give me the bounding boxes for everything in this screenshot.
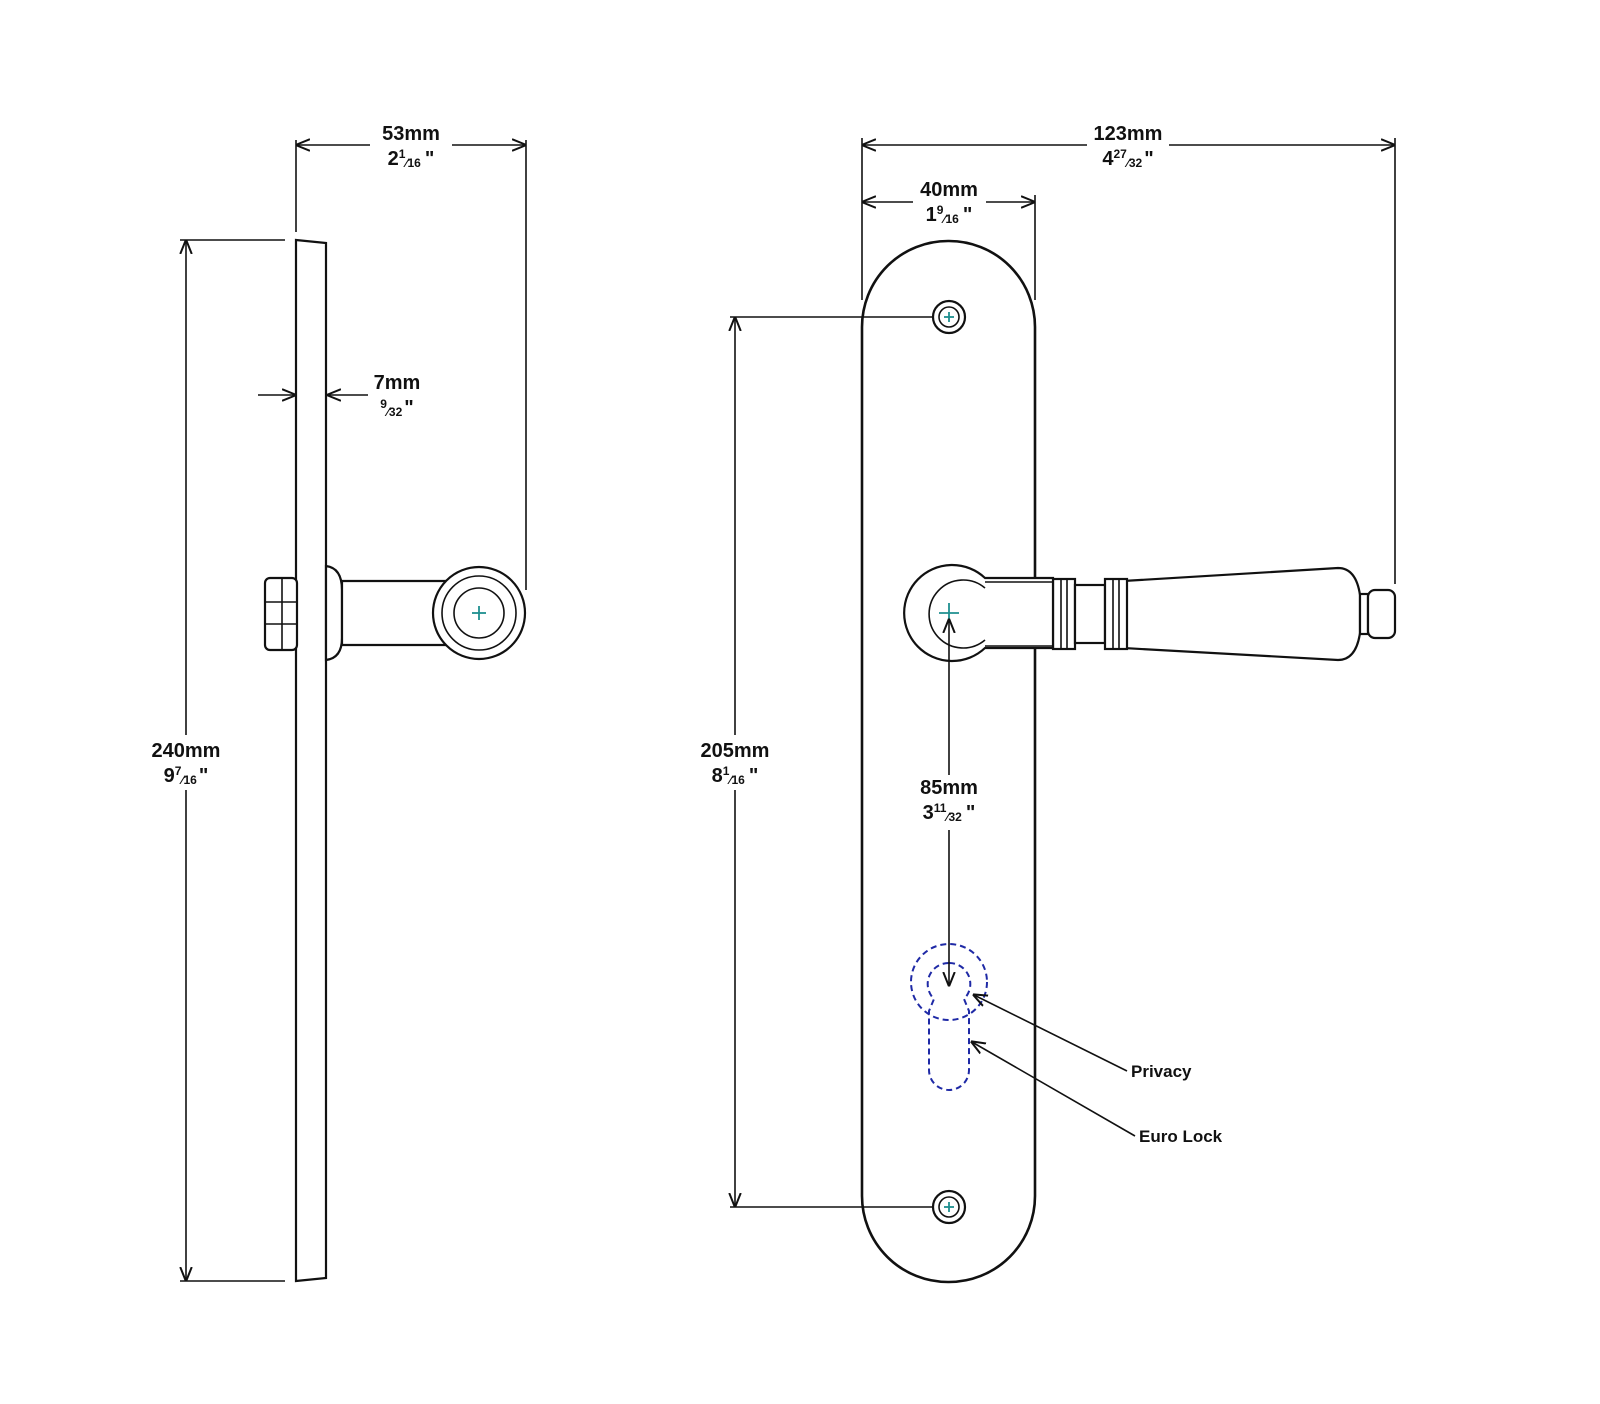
side-view: 53mm 21⁄16" 7mm 9⁄32" 240mm 97⁄16" bbox=[152, 123, 527, 1283]
callout-privacy-label: Privacy bbox=[1131, 1062, 1192, 1081]
lever-knob bbox=[1366, 588, 1397, 640]
front-rose-inner bbox=[928, 579, 986, 649]
dim-fixing-centres-mm: 205mm bbox=[701, 740, 770, 762]
dim-backset: 85mm 311⁄32" bbox=[920, 620, 978, 985]
front-rose bbox=[903, 563, 1055, 663]
side-spindle-block bbox=[263, 576, 299, 652]
dim-front-width-mm: 123mm bbox=[1094, 123, 1163, 145]
lever-collar bbox=[1051, 577, 1129, 651]
callout-euro-lock-label: Euro Lock bbox=[1139, 1127, 1223, 1146]
dim-backset-mm: 85mm bbox=[920, 777, 978, 799]
callout-privacy: Privacy bbox=[974, 995, 1192, 1081]
side-lever-end-ring bbox=[441, 575, 517, 651]
dim-plate-height: 240mm 97⁄16" bbox=[152, 239, 285, 1282]
side-lever-end-inner bbox=[453, 587, 505, 639]
dim-side-width-in: 21⁄16" bbox=[388, 147, 435, 170]
top-screw bbox=[931, 299, 967, 335]
side-center-mark bbox=[472, 606, 486, 620]
lock-outlines bbox=[910, 943, 988, 1091]
dim-plate-width-mm: 40mm bbox=[920, 179, 978, 201]
bottom-screw bbox=[931, 1189, 967, 1225]
dim-plate-thickness-in: 9⁄32" bbox=[380, 397, 414, 419]
dim-fixing-centres-in: 81⁄16" bbox=[712, 764, 759, 787]
euro-lock-outline bbox=[926, 961, 972, 1091]
dim-side-width: 53mm 21⁄16" bbox=[295, 123, 527, 590]
dim-front-width: 123mm 427⁄32" bbox=[861, 123, 1396, 584]
dim-plate-height-mm: 240mm bbox=[152, 740, 221, 762]
dim-plate-height-in: 97⁄16" bbox=[164, 764, 209, 787]
side-rose bbox=[324, 564, 344, 662]
lever-knob-neck bbox=[1358, 592, 1370, 636]
dim-plate-width-in: 19⁄16" bbox=[926, 203, 973, 226]
dim-front-width-in: 427⁄32" bbox=[1102, 147, 1153, 170]
front-view: 85mm 311⁄32" Privacy Euro Lock 123mm 427… bbox=[701, 123, 1397, 1284]
dim-plate-width: 40mm 19⁄16" bbox=[863, 179, 1036, 300]
side-backplate bbox=[294, 238, 328, 1283]
privacy-outline bbox=[910, 943, 988, 1021]
dim-fixing-centres: 205mm 81⁄16" bbox=[701, 316, 932, 1208]
callout-euro-lock: Euro Lock bbox=[972, 1042, 1223, 1146]
dim-plate-thickness: 7mm 9⁄32" bbox=[258, 372, 420, 419]
dim-side-width-mm: 53mm bbox=[382, 123, 440, 145]
dim-backset-in: 311⁄32" bbox=[923, 801, 976, 824]
dim-plate-thickness-mm: 7mm bbox=[374, 372, 421, 394]
lever-grip bbox=[1121, 566, 1362, 662]
